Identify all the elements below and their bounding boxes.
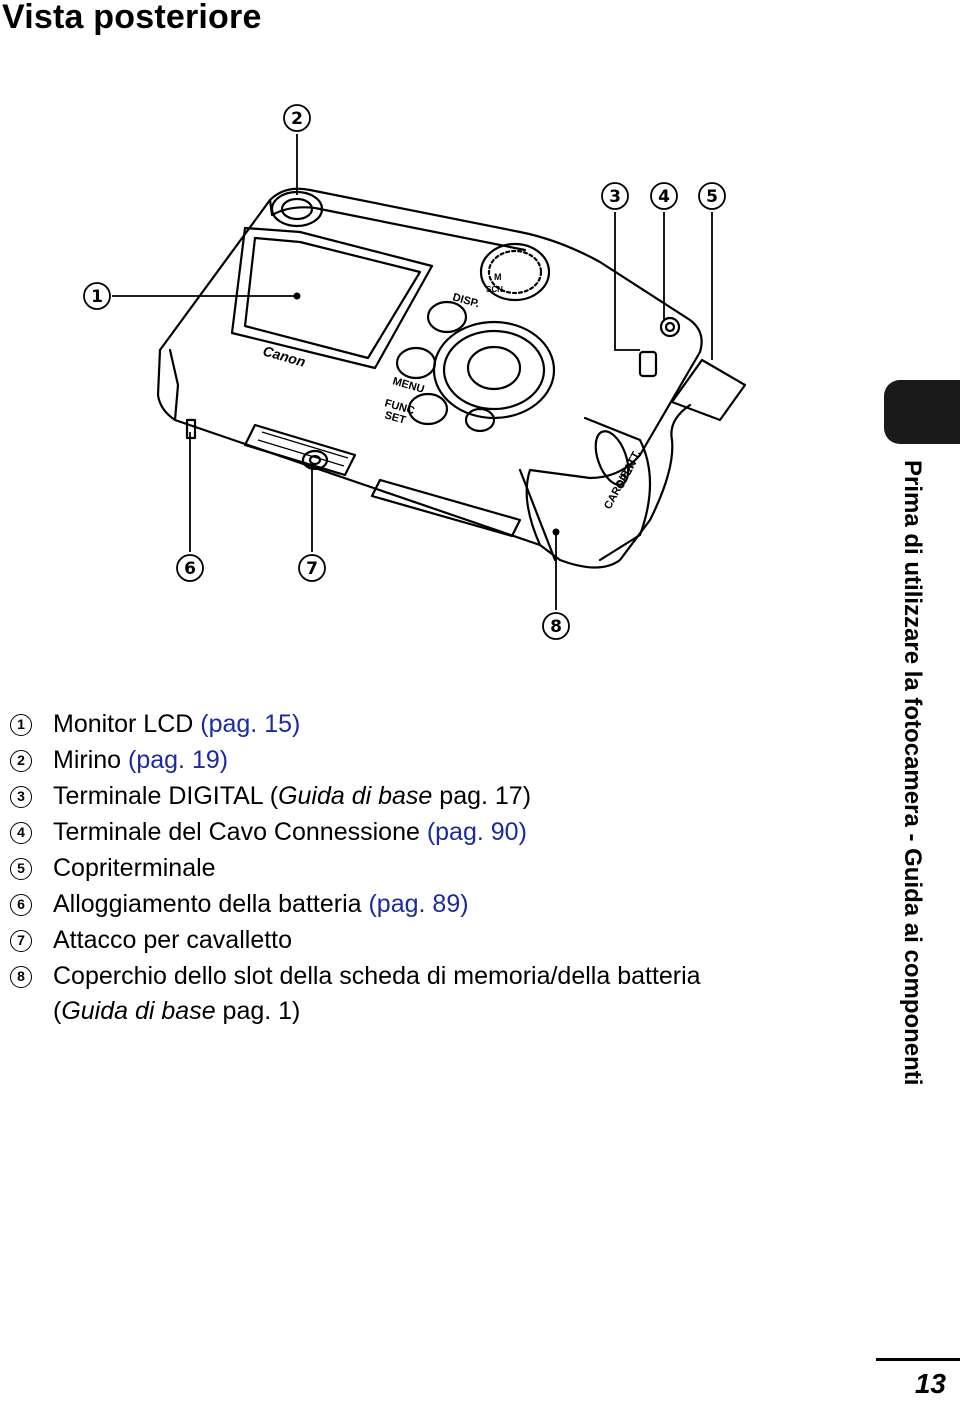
legend-number: 2 <box>10 750 32 772</box>
legend-item: 7 Attacco per cavalletto <box>10 922 840 958</box>
callout-3: 3 <box>609 187 621 207</box>
tripod-socket <box>301 449 329 471</box>
legend-text-after: pag. 17) <box>432 782 532 810</box>
legend-number: 5 <box>10 858 32 880</box>
legend-item: 2 Mirino (pag. 19) <box>10 742 840 778</box>
legend-text: Attacco per cavalletto <box>53 926 293 954</box>
callout-6: 6 <box>184 559 196 579</box>
callout-4-circle <box>650 182 678 210</box>
chapter-side-title: Prima di utilizzare la fotocamera - Guid… <box>899 460 926 1086</box>
legend-text: Coperchio dello slot della scheda di mem… <box>53 962 701 990</box>
camera-rear-diagram: Canon DISP. MENU FUNC SET M SCN CARD/BAT… <box>83 104 747 640</box>
mode-dial <box>479 242 551 302</box>
mode-scn-label: SCN <box>486 285 503 294</box>
legend-text: Terminale del Cavo Connessione <box>53 818 427 846</box>
callout-8: 8 <box>550 617 562 637</box>
terminal-cover <box>670 358 747 422</box>
legend-text: Terminale DIGITAL ( <box>53 782 279 810</box>
page-number-rule <box>876 1358 960 1361</box>
page-reference-link[interactable]: (pag. 15) <box>200 710 301 738</box>
legend-number: 4 <box>10 822 32 844</box>
legend-number: 3 <box>10 786 32 808</box>
legend-text: Mirino <box>53 746 129 774</box>
legend-text: Copriterminale <box>53 854 216 882</box>
page-reference-link[interactable]: (pag. 90) <box>426 818 527 846</box>
av-terminal <box>659 316 681 338</box>
legend-number: 7 <box>10 930 32 952</box>
legend-item: 8 Coperchio dello slot della scheda di m… <box>10 958 840 994</box>
legend-italic-ref: Guida di base <box>278 782 433 810</box>
callout-1-circle <box>83 282 111 310</box>
page-reference-link[interactable]: (pag. 89) <box>368 890 469 918</box>
func-set-button-shape <box>407 392 449 426</box>
callout-2: 2 <box>291 109 303 129</box>
callout-2-circle <box>283 104 311 132</box>
legend-item: 5 Copriterminale <box>10 850 840 886</box>
callout-8-circle <box>542 612 570 640</box>
page-number: 13 <box>914 1368 946 1399</box>
page-reference-link[interactable]: (pag. 19) <box>128 746 229 774</box>
legend-italic-ref: Guida di base <box>61 997 216 1025</box>
menu-button-shape <box>395 346 437 380</box>
camera-body <box>158 187 703 569</box>
card-battery-cover <box>583 416 652 562</box>
set-label: SET <box>383 409 407 427</box>
disp-button-shape <box>426 300 468 334</box>
callout-7: 7 <box>306 559 318 579</box>
legend-item: 6 Alloggiamento della batteria (pag. 89) <box>10 886 840 922</box>
legend-continuation: (Guida di base pag. 1) <box>53 997 301 1025</box>
legend-item: 3 Terminale DIGITAL (Guida di base pag. … <box>10 778 840 814</box>
callout-6-circle <box>176 554 204 582</box>
page-title: Vista posteriore <box>2 0 262 36</box>
legend-text: Alloggiamento della batteria <box>53 890 369 918</box>
callout-5-circle <box>698 182 726 210</box>
legend-number: 8 <box>10 966 32 988</box>
mode-m-label: M <box>494 272 502 282</box>
chapter-tab-marker <box>884 380 960 444</box>
callout-4: 4 <box>658 187 670 207</box>
component-legend: 1 Monitor LCD (pag. 15) 2 Mirino (pag. 1… <box>10 706 840 1028</box>
legend-number: 1 <box>10 714 32 736</box>
battery-slot <box>185 418 197 440</box>
lcd-monitor <box>230 226 434 370</box>
legend-text: Monitor LCD <box>53 710 201 738</box>
callout-1: 1 <box>91 287 103 307</box>
legend-item: 1 Monitor LCD (pag. 15) <box>10 706 840 742</box>
callout-7-circle <box>298 554 326 582</box>
legend-item: 4 Terminale del Cavo Connessione (pag. 9… <box>10 814 840 850</box>
callout-5: 5 <box>706 187 718 207</box>
control-pad <box>432 320 556 420</box>
legend-number: 6 <box>10 894 32 916</box>
digital-terminal <box>638 350 658 378</box>
callout-3-circle <box>601 182 629 210</box>
disp-label: DISP. <box>451 291 481 310</box>
